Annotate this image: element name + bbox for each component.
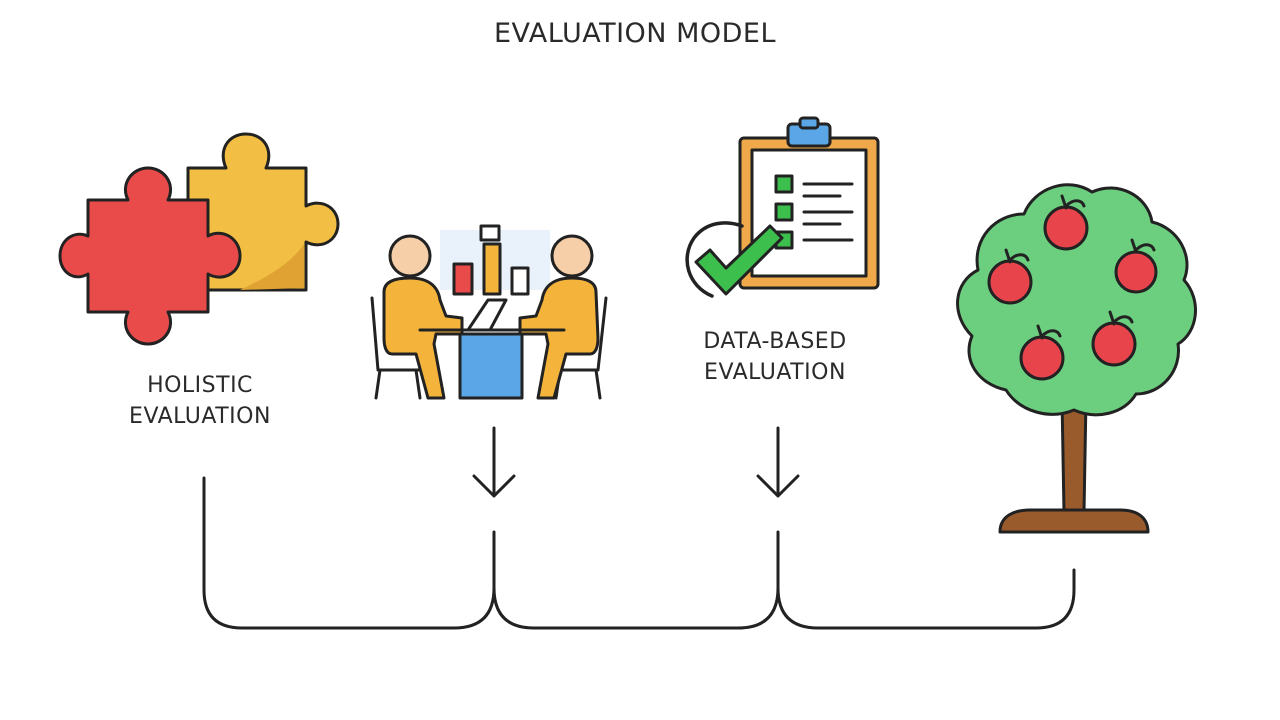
holistic-evaluation-label: HOLISTIC EVALUATION — [90, 370, 310, 432]
apple-icon — [987, 248, 1033, 305]
tree-trunk — [1060, 396, 1088, 514]
connector-brace — [202, 476, 1076, 630]
chart-bar-top — [479, 224, 501, 242]
check-mark-icon — [694, 224, 784, 296]
diagram-title: EVALUATION MODEL — [493, 18, 777, 49]
puzzle-shadow — [240, 244, 304, 290]
meeting-icon — [370, 224, 608, 400]
laptop-icon — [466, 298, 508, 332]
check-circle-arc — [685, 221, 744, 298]
data-based-line-1: DATA-BASED — [703, 329, 847, 354]
apple-icon — [1114, 238, 1158, 294]
puzzle-piece-red — [58, 166, 242, 346]
clipboard-checklist-icon — [685, 116, 880, 298]
person-right-body — [518, 276, 600, 400]
checklist-lines — [802, 182, 854, 242]
checkbox-1 — [774, 174, 794, 194]
tree-ground — [998, 508, 1150, 534]
data-based-line-2: EVALUATION — [704, 360, 846, 385]
holistic-line-1: HOLISTIC — [147, 373, 253, 398]
chart-bar-1 — [452, 262, 474, 296]
apple-icon — [1043, 194, 1089, 251]
checkbox-2 — [774, 202, 794, 222]
person-right-head — [550, 234, 594, 278]
down-arrow-icon — [756, 426, 800, 498]
chair-left-icon — [370, 296, 422, 400]
table-base — [458, 332, 524, 400]
chart-bar-2 — [482, 242, 502, 296]
apple-icon — [1091, 310, 1137, 367]
person-left-head — [388, 234, 432, 278]
apple-icon — [1019, 324, 1065, 381]
person-left-body — [382, 276, 464, 400]
apple-tree-icon — [956, 183, 1197, 534]
puzzle-icon — [58, 132, 340, 346]
chart-bar-3 — [510, 266, 530, 296]
down-arrow-icon — [472, 426, 516, 498]
holistic-line-2: EVALUATION — [129, 404, 271, 429]
data-based-evaluation-label: DATA-BASED EVALUATION — [660, 326, 890, 388]
tree-canopy — [956, 183, 1197, 417]
